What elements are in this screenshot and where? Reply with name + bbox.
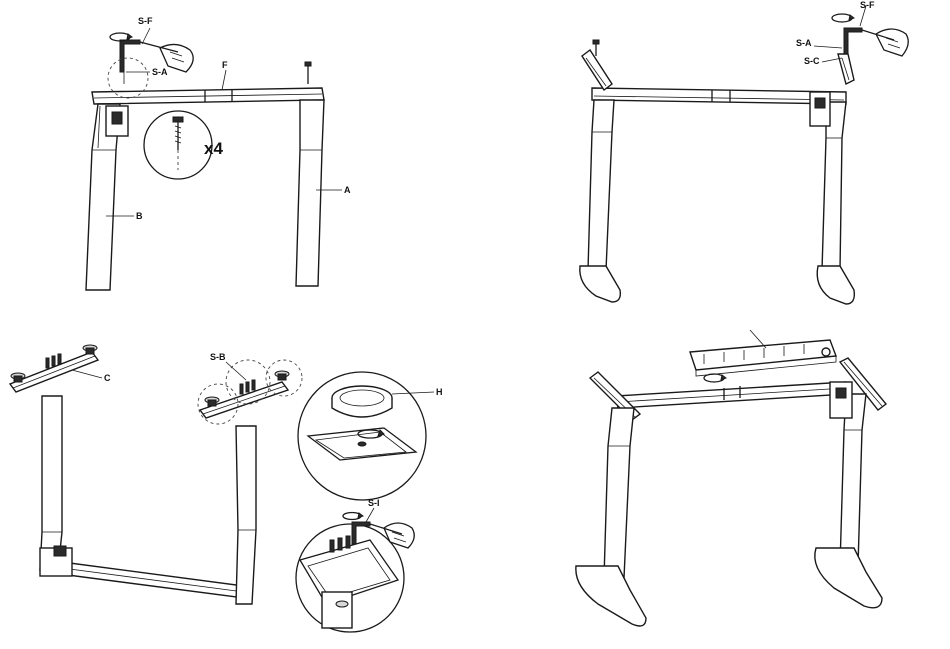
allen-key-icon [844, 28, 894, 54]
column-right [236, 426, 256, 604]
label-h: H [436, 387, 443, 397]
panel-4-attach-control-box [576, 330, 886, 626]
leg-right [840, 394, 866, 566]
label-s-b: S-B [210, 352, 226, 362]
label-s-c: S-C [804, 56, 820, 66]
rotation-arrow-icon [343, 513, 363, 520]
leg-left [604, 408, 634, 578]
label-f: F [222, 60, 228, 70]
column-left [40, 396, 62, 570]
panel-3-attach-feet: C S-B H S-I [10, 345, 443, 632]
label-s-a: S-A [152, 67, 168, 77]
label-b: B [136, 211, 143, 221]
panel-1-attach-frame: S-F S-A F B A x4 [86, 16, 351, 290]
foot-right [815, 548, 882, 608]
leg-left [588, 100, 614, 270]
hand-icon [384, 523, 414, 548]
rotation-arrow-icon [704, 374, 726, 382]
label-s-f: S-F [860, 0, 875, 10]
screw-icon [305, 62, 311, 84]
screw-icon [330, 536, 350, 552]
crossbar [592, 88, 846, 104]
panel-2-attach-side-brackets: S-F S-A S-C [580, 0, 908, 304]
motor-box [830, 382, 852, 418]
screw-icon [173, 117, 183, 150]
label-s-a: S-A [796, 38, 812, 48]
foot-left [576, 566, 646, 626]
hand-icon [876, 29, 908, 56]
screw-count: x4 [204, 139, 223, 158]
label-a: A [344, 185, 351, 195]
label-c: C [104, 373, 111, 383]
label-s-i: S-I [368, 498, 380, 508]
side-bracket-left [582, 50, 612, 90]
motor-box [810, 92, 830, 126]
column-top [322, 592, 352, 628]
foot-left [580, 266, 621, 302]
screw-icon [593, 40, 599, 56]
leg-a [296, 100, 324, 286]
leveling-foot [332, 386, 392, 417]
foot-right [817, 266, 854, 304]
rotation-arrow-icon [832, 14, 854, 22]
leg-right [822, 102, 846, 270]
label-s-f: S-F [138, 16, 153, 26]
